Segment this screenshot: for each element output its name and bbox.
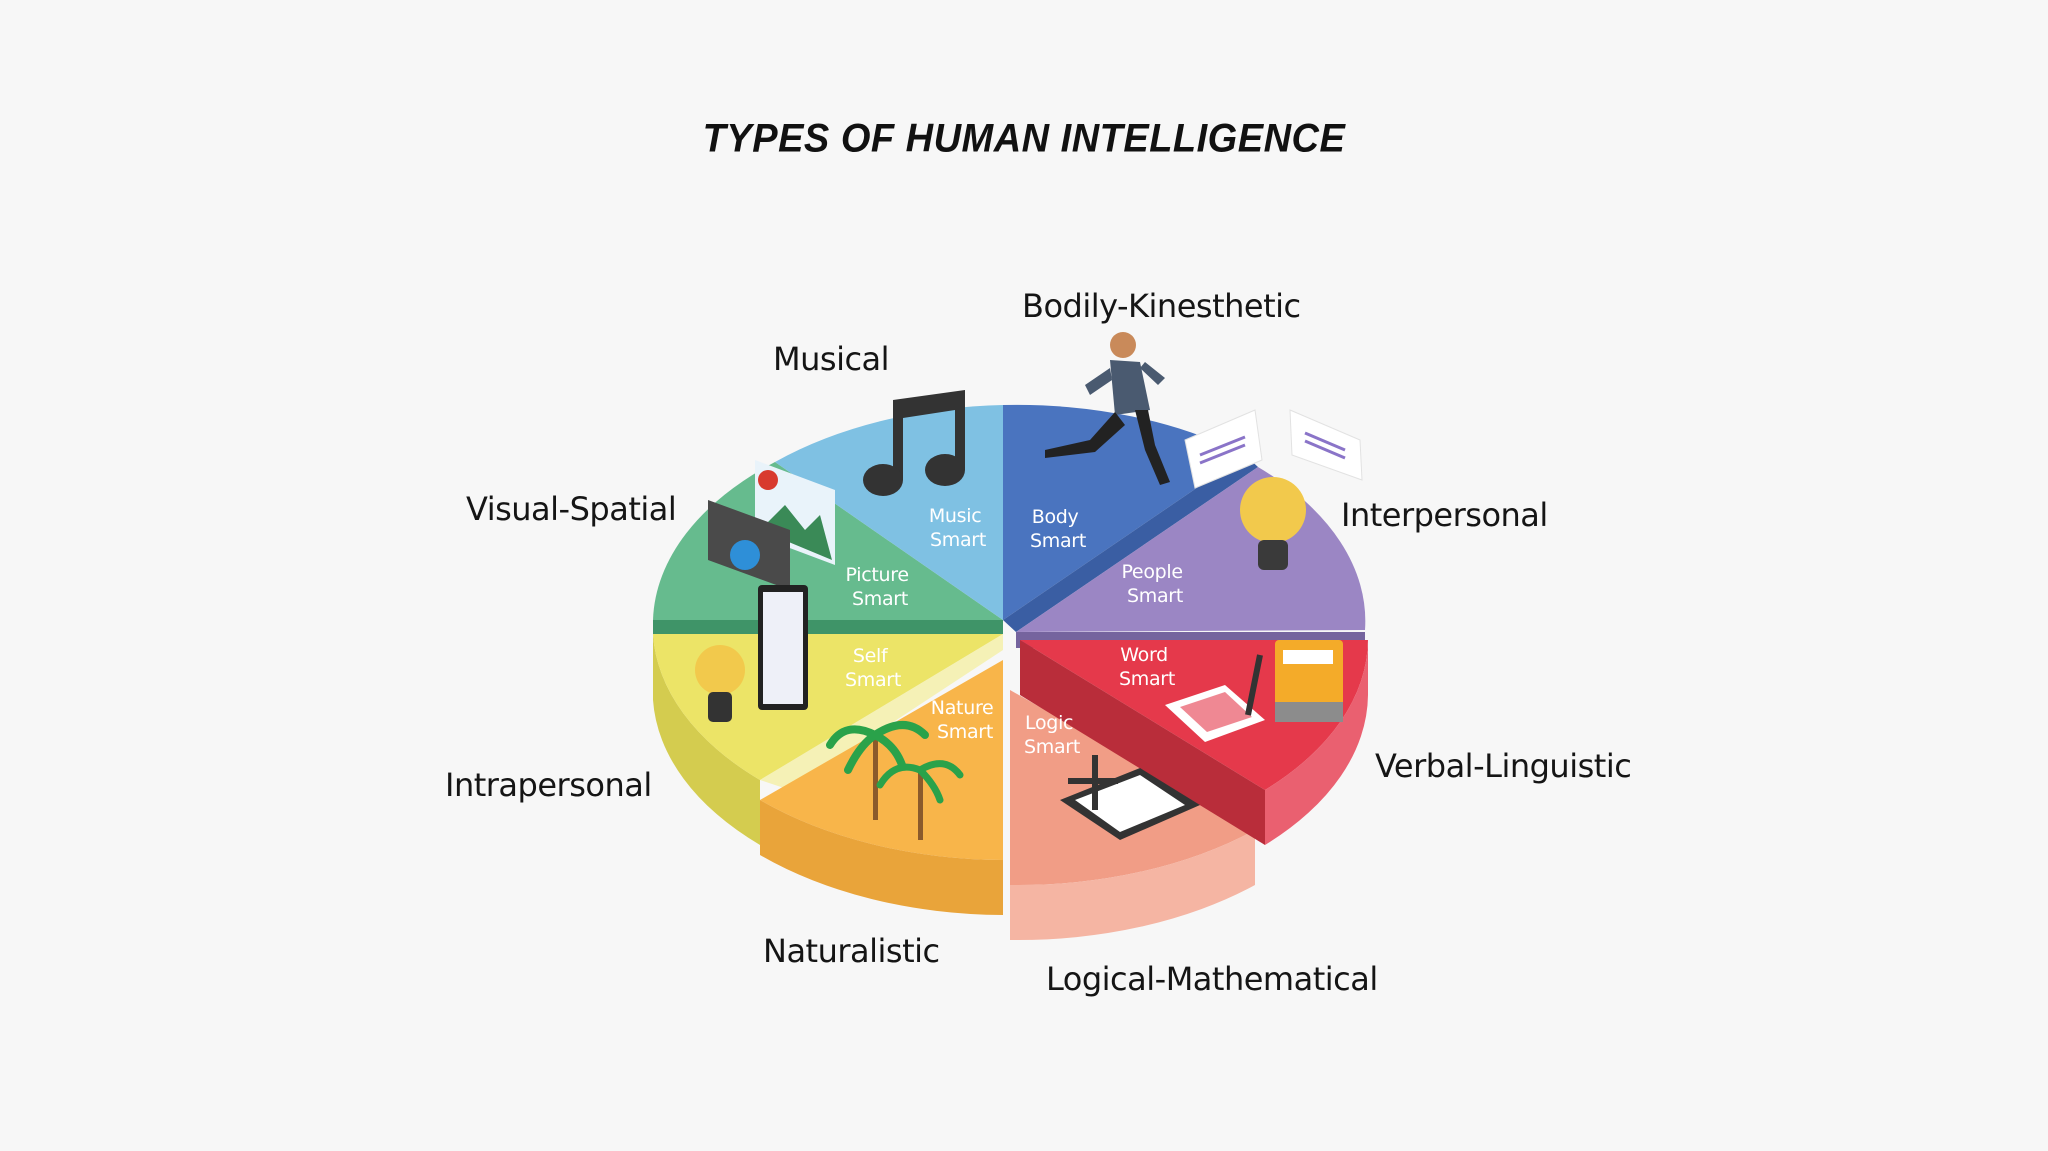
slice-naturalistic bbox=[760, 660, 1003, 915]
calculator-icon bbox=[1060, 755, 1200, 840]
label-visual-spatial: Visual-Spatial bbox=[466, 490, 677, 528]
mirror-icon bbox=[758, 585, 808, 710]
slice-label-interpersonal: People Smart bbox=[1121, 561, 1188, 607]
slice-bodily-kinesthetic bbox=[1003, 404, 1258, 632]
music-note-icon bbox=[863, 390, 965, 496]
slice-label-bodily: Body Smart bbox=[1030, 506, 1086, 552]
lightbulb-icon bbox=[1240, 477, 1306, 570]
slice-label-verbal: Word Smart bbox=[1119, 644, 1175, 690]
label-intrapersonal: Intrapersonal bbox=[445, 766, 652, 804]
label-interpersonal: Interpersonal bbox=[1341, 496, 1548, 534]
running-man-icon bbox=[1045, 332, 1170, 485]
slice-label-logical: Logic Smart bbox=[1024, 712, 1080, 758]
slice-label-naturalistic: Nature Smart bbox=[931, 697, 999, 743]
palm-trees-icon bbox=[826, 721, 964, 840]
slice-label-intrapersonal: Self Smart bbox=[845, 645, 901, 691]
slice-label-visual-spatial: Picture Smart bbox=[846, 564, 915, 610]
label-bodily-kinesthetic: Bodily-Kinesthetic bbox=[1022, 287, 1301, 325]
label-naturalistic: Naturalistic bbox=[763, 932, 940, 970]
label-logical-mathematical: Logical-Mathematical bbox=[1046, 960, 1378, 998]
slice-label-musical: Music Smart bbox=[929, 505, 987, 551]
chat-bubbles-icon bbox=[1184, 409, 1363, 489]
book-paper-pen-icon bbox=[1165, 640, 1343, 742]
label-verbal-linguistic: Verbal-Linguistic bbox=[1375, 747, 1632, 785]
lightbulb-intrapersonal-icon bbox=[695, 645, 745, 722]
label-musical: Musical bbox=[773, 340, 890, 378]
page-title: TYPES OF HUMAN INTELLIGENCE bbox=[702, 116, 1346, 162]
camera-photo-icon bbox=[708, 460, 835, 590]
